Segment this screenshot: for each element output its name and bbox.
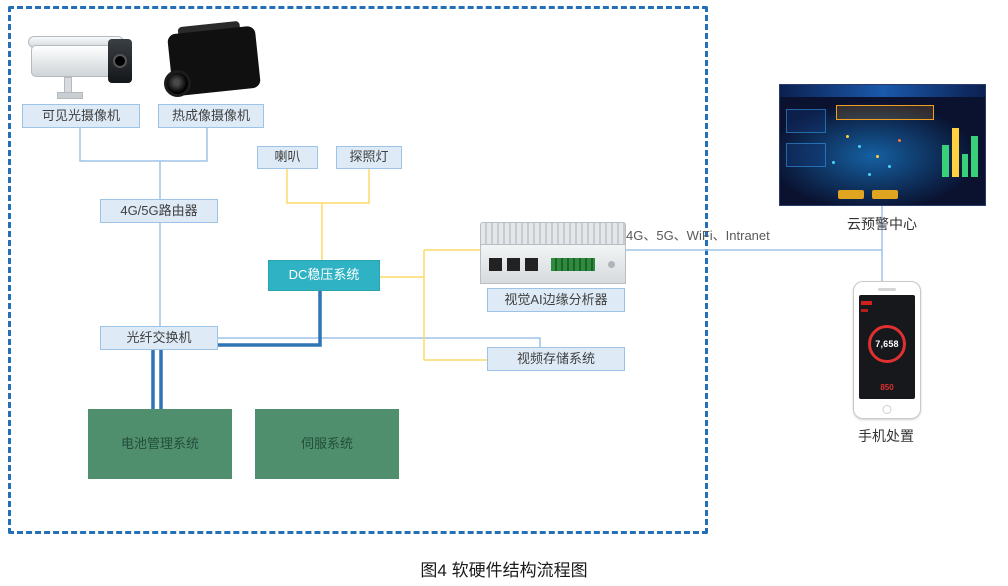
node-visible-camera: 可见光摄像机 <box>22 104 140 128</box>
node-battery-management: 电池管理系统 <box>88 409 232 479</box>
dashboard-button <box>838 190 864 199</box>
camera-body <box>31 45 111 77</box>
figure-caption: 图4 软硬件结构流程图 <box>420 561 588 580</box>
phone-disposal-label: 手机处置 <box>858 428 914 444</box>
node-servo-system: 伺服系统 <box>255 409 399 479</box>
dashboard-side-panel <box>786 143 826 167</box>
device-terminal-block <box>551 257 595 271</box>
device-heatsink-fins <box>480 222 626 244</box>
thermal-camera-lens <box>164 70 191 97</box>
dashboard-map-glow <box>780 97 985 205</box>
phone-image: 7,658 850 <box>853 281 921 419</box>
visible-light-camera-image <box>28 22 134 102</box>
dashboard-bar-chart <box>942 119 978 177</box>
phone-screen-mark <box>861 309 868 312</box>
node-video-storage: 视频存储系统 <box>487 347 625 371</box>
cloud-center-label: 云预警中心 <box>847 216 917 232</box>
phone-speaker <box>878 288 896 291</box>
camera-lens <box>108 39 132 83</box>
node-dc-regulator: DC稳压系统 <box>268 260 380 291</box>
cloud-dashboard-image <box>779 84 986 206</box>
phone-secondary-value: 850 <box>880 383 894 392</box>
node-router: 4G/5G路由器 <box>100 199 218 223</box>
device-port <box>507 257 520 271</box>
dashboard-alert-badge <box>836 105 934 120</box>
thermal-camera-image <box>162 20 262 104</box>
dashed-boundary-frame <box>8 6 708 534</box>
phone-gauge: 7,658 <box>868 325 906 363</box>
node-speaker: 喇叭 <box>257 146 318 169</box>
device-front-panel <box>480 244 626 284</box>
edge-ai-device-image <box>480 222 626 284</box>
device-screw <box>608 260 615 268</box>
phone-home-button <box>882 405 892 414</box>
device-port <box>525 257 538 271</box>
node-searchlight: 探照灯 <box>336 146 402 169</box>
device-port <box>489 257 502 271</box>
node-ai-analyzer: 视觉AI边缘分析器 <box>487 288 625 312</box>
dashboard-side-panel <box>786 109 826 133</box>
node-thermal-camera: 热成像摄像机 <box>158 104 264 128</box>
dashboard-title-bar <box>780 85 985 97</box>
camera-mount <box>57 77 83 99</box>
phone-gauge-value: 7,658 <box>875 339 899 349</box>
node-fiber-switch: 光纤交换机 <box>100 326 218 350</box>
phone-screen-mark <box>861 301 872 305</box>
phone-screen: 7,658 850 <box>859 295 915 399</box>
dashboard-button <box>872 190 898 199</box>
wan-link-label: 4G、5G、WiFi、Intranet <box>626 228 770 243</box>
